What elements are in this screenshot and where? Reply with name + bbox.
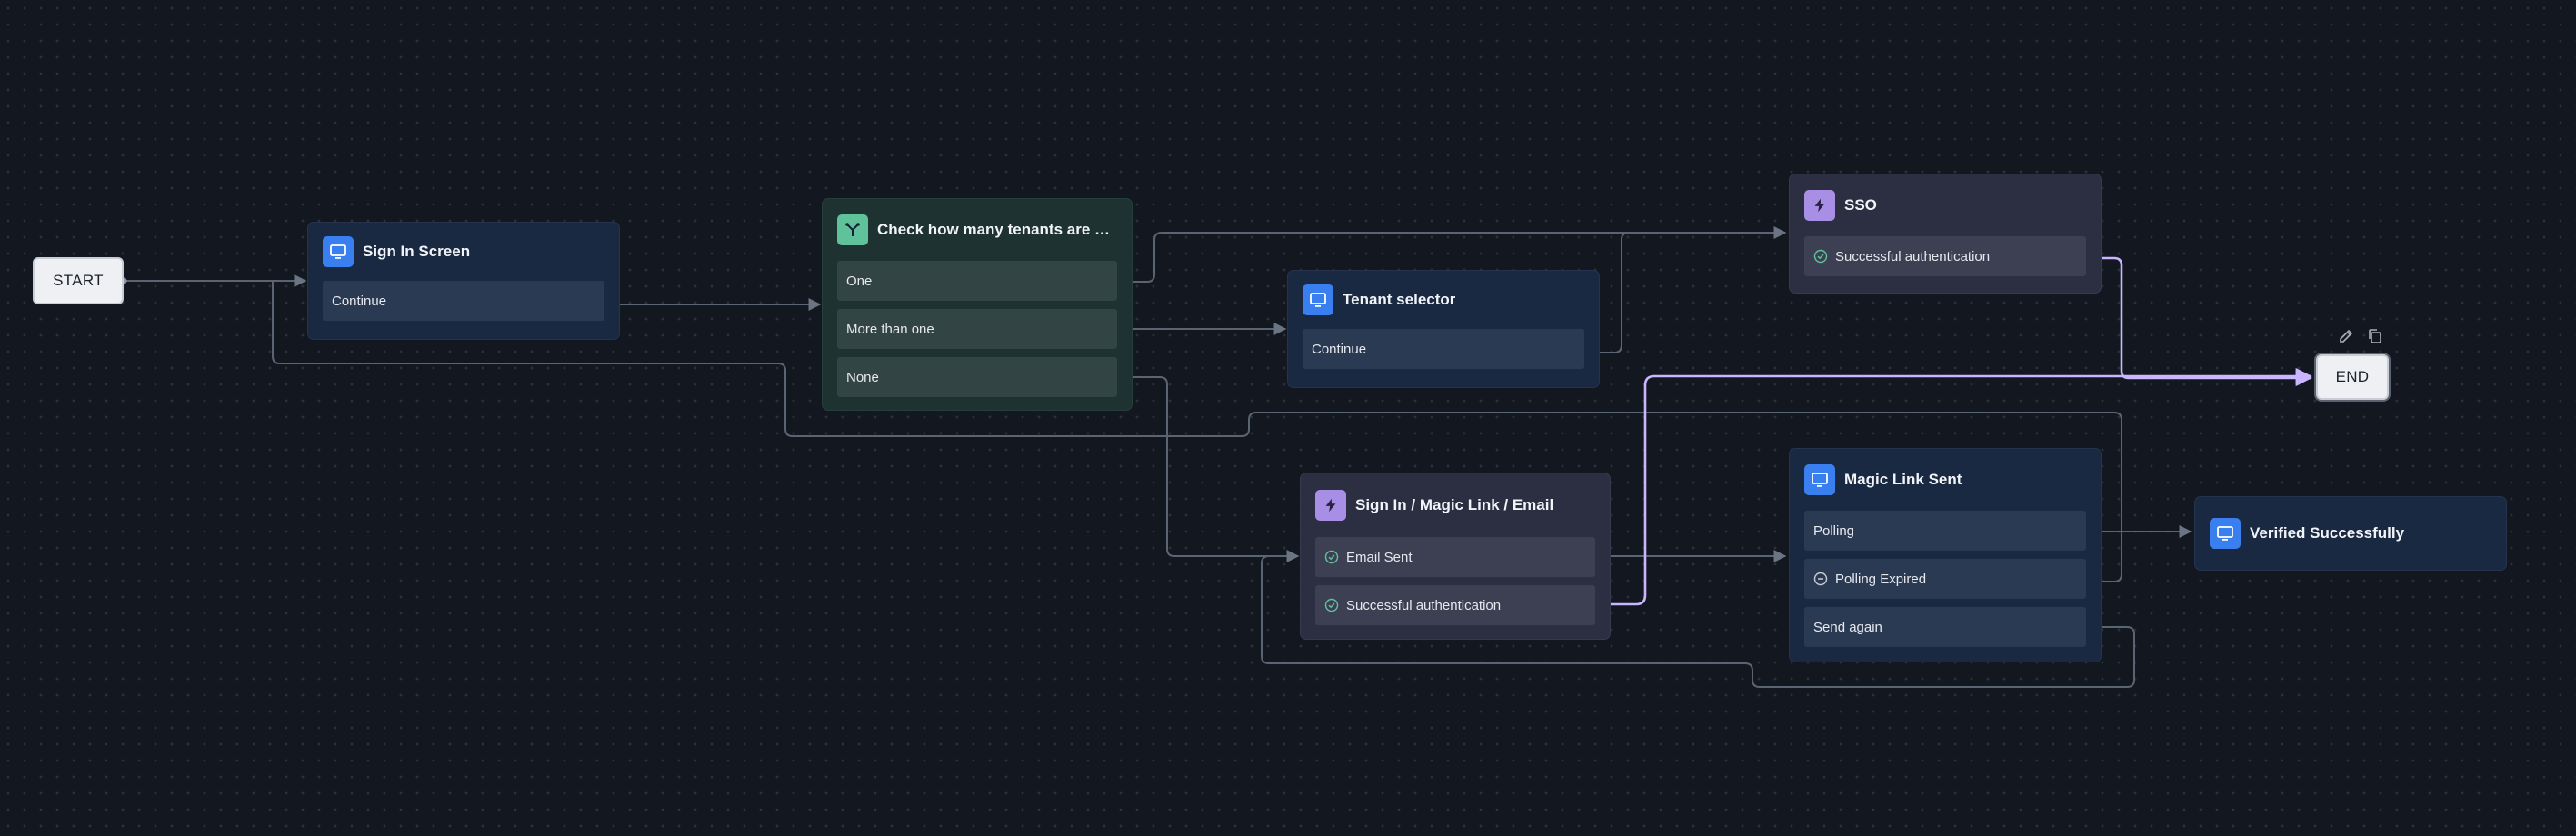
- check-tenants-node[interactable]: Check how many tenants are as... One Mor…: [822, 198, 1133, 411]
- port-none[interactable]: None: [837, 357, 1117, 397]
- port-label: Continue: [1312, 341, 1367, 357]
- pencil-icon[interactable]: [2336, 326, 2356, 346]
- node-title: Magic Link Sent: [1844, 471, 1962, 488]
- check-circle-icon: [1813, 249, 1828, 264]
- screen-icon: [2210, 518, 2241, 549]
- port-send-again[interactable]: Send again: [1804, 607, 2086, 647]
- port-one[interactable]: One: [837, 261, 1117, 301]
- start-label: START: [53, 272, 104, 289]
- node-title: Sign In / Magic Link / Email: [1355, 496, 1554, 513]
- check-circle-icon: [1324, 598, 1339, 612]
- lightning-icon: [1315, 490, 1346, 521]
- node-title: SSO: [1844, 196, 1877, 214]
- port-label: Continue: [332, 293, 387, 309]
- edge-sso-to-end: [2085, 256, 2312, 387]
- screen-icon: [323, 236, 354, 267]
- node-title: Verified Successfully: [2250, 524, 2405, 542]
- minus-circle-icon: [1813, 572, 1828, 586]
- port-label: More than one: [846, 321, 934, 337]
- edge-none-to-magic-link: [1118, 376, 1300, 562]
- port-successful-authentication[interactable]: Successful authentication: [1804, 236, 2086, 276]
- node-title: Tenant selector: [1343, 291, 1456, 308]
- port-polling[interactable]: Polling: [1804, 511, 2086, 551]
- port-successful-authentication[interactable]: Successful authentication: [1315, 585, 1595, 625]
- check-circle-icon: [1324, 550, 1339, 564]
- port-label: One: [846, 273, 873, 289]
- sso-node[interactable]: SSO Successful authentication: [1789, 174, 2102, 294]
- port-label: Send again: [1813, 619, 1882, 635]
- screen-icon: [1303, 284, 1333, 315]
- duplicate-icon[interactable]: [2365, 326, 2385, 346]
- port-label: Polling: [1813, 522, 1855, 539]
- verified-successfully-node[interactable]: Verified Successfully: [2194, 496, 2507, 571]
- port-continue[interactable]: Continue: [323, 281, 604, 321]
- port-label: Polling Expired: [1835, 571, 1927, 587]
- magic-link-email-node[interactable]: Sign In / Magic Link / Email Email Sent …: [1300, 473, 1611, 640]
- branch-icon: [837, 214, 868, 245]
- node-title: Check how many tenants are as...: [877, 221, 1117, 238]
- sign-in-screen-node[interactable]: Sign In Screen Continue: [307, 222, 620, 340]
- port-label: Email Sent: [1346, 549, 1413, 565]
- screen-icon: [1804, 464, 1835, 495]
- end-node[interactable]: END: [2316, 354, 2389, 400]
- port-polling-expired[interactable]: Polling Expired: [1804, 559, 2086, 599]
- node-title: Sign In Screen: [363, 243, 471, 260]
- port-email-sent[interactable]: Email Sent: [1315, 537, 1595, 577]
- port-label: Successful authentication: [1835, 248, 1991, 264]
- lightning-icon: [1804, 190, 1835, 221]
- start-node[interactable]: START: [33, 257, 124, 304]
- port-more-than-one[interactable]: More than one: [837, 309, 1117, 349]
- port-label: None: [846, 369, 879, 385]
- port-continue[interactable]: Continue: [1303, 329, 1584, 369]
- port-label: Successful authentication: [1346, 597, 1502, 613]
- tenant-selector-node[interactable]: Tenant selector Continue: [1287, 270, 1600, 388]
- end-label: END: [2335, 368, 2370, 385]
- magic-link-sent-node[interactable]: Magic Link Sent Polling Polling Expired …: [1789, 448, 2102, 662]
